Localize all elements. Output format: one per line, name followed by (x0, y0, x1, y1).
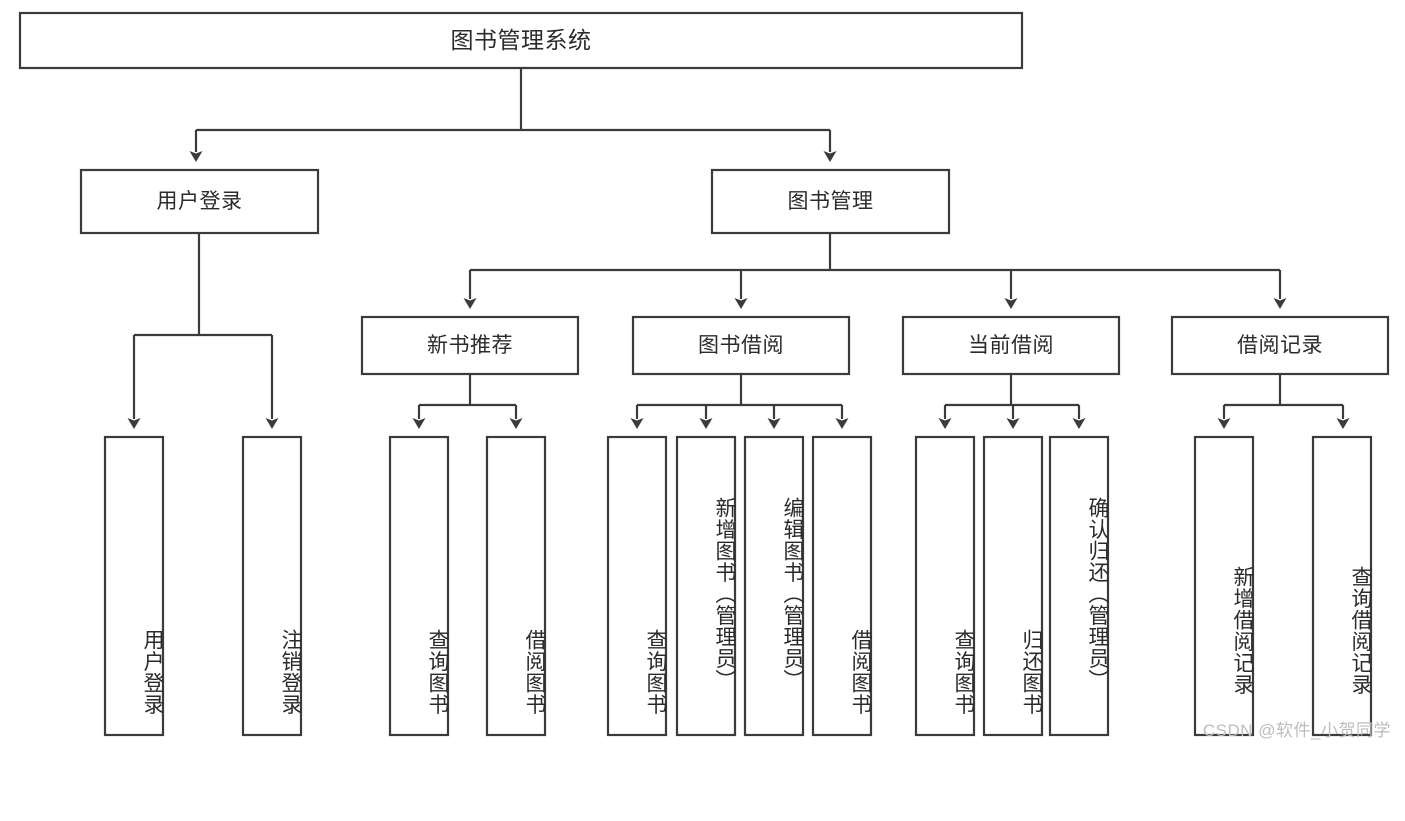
diagram-canvas-root: 图书管理系统 用户登录 图书管理 新书推荐 图书借阅 当前借阅 借阅记录 用户登… (18, 11, 1391, 740)
node-root-box[interactable] (18, 11, 1024, 70)
edge-current-borrow-to-leaves (938, 374, 1086, 429)
node-borrow-record-box[interactable] (1170, 315, 1390, 376)
node-book-borrow-box[interactable] (631, 315, 851, 376)
diagram-svg (18, 11, 1390, 737)
edge-root-to-level1 (189, 68, 837, 162)
node-current-borrow-box[interactable] (901, 315, 1121, 376)
leaf-box-user-login[interactable] (103, 435, 165, 737)
node-book-management-box[interactable] (710, 168, 951, 235)
leaf-box-add-book-admin[interactable] (675, 435, 737, 737)
leaf-box-confirm-return-admin[interactable] (1048, 435, 1110, 737)
leaf-box-query-book-rec[interactable] (388, 435, 450, 737)
edge-borrow-record-to-leaves (1217, 374, 1350, 429)
leaf-box-query-book-borrow[interactable] (606, 435, 668, 737)
edge-user-login-to-leaves (127, 233, 279, 429)
leaf-box-add-borrow-record[interactable] (1193, 435, 1255, 737)
leaf-box-query-book-current[interactable] (914, 435, 976, 737)
leaf-box-query-borrow-record[interactable] (1311, 435, 1373, 737)
leaf-box-borrow-book[interactable] (811, 435, 873, 737)
leaf-box-edit-book-admin[interactable] (743, 435, 805, 737)
leaf-box-return-book[interactable] (982, 435, 1044, 737)
edge-book-management-to-level2 (463, 233, 1287, 309)
edge-book-borrow-to-leaves (630, 374, 849, 429)
node-user-login-box[interactable] (79, 168, 320, 235)
leaf-box-logout[interactable] (241, 435, 303, 737)
edge-new-book-recommend-to-leaves (412, 374, 523, 429)
leaf-box-borrow-book-rec[interactable] (485, 435, 547, 737)
node-new-book-recommend-box[interactable] (360, 315, 580, 376)
